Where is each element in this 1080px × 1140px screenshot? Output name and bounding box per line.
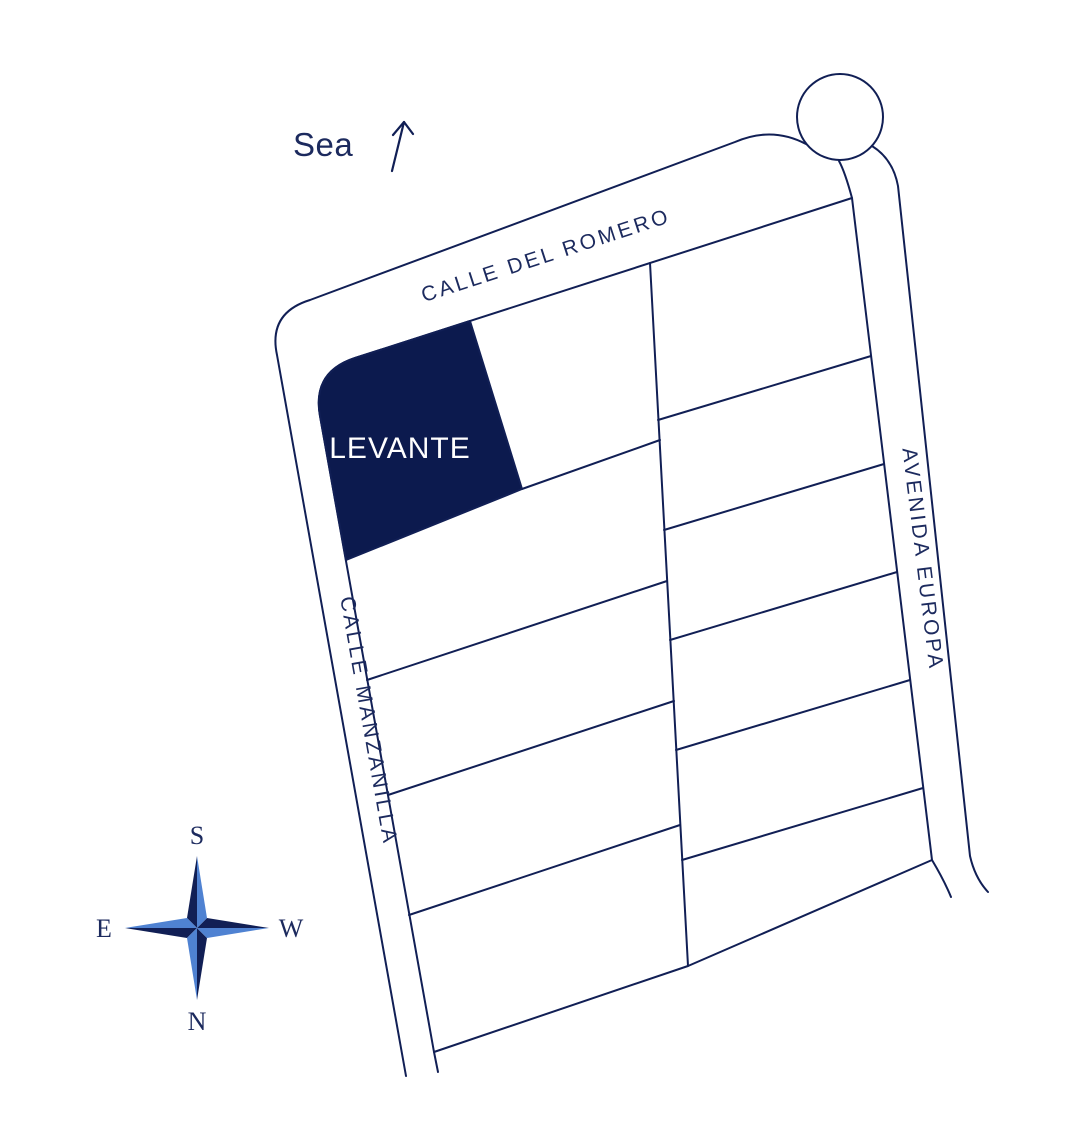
compass-point-right-light bbox=[197, 928, 269, 938]
levante-label: LEVANTE bbox=[329, 432, 471, 465]
street-stub bbox=[433, 1051, 439, 1073]
compass-light-points bbox=[125, 856, 269, 1000]
sea-label: Sea bbox=[293, 126, 353, 163]
compass-letters: S N E W bbox=[96, 821, 304, 1036]
plot-row-line bbox=[669, 571, 898, 641]
plot-row-line bbox=[657, 355, 872, 421]
compass-point-up-light bbox=[197, 856, 207, 928]
plot-row-line bbox=[675, 679, 911, 751]
compass-point-left-light bbox=[125, 918, 197, 928]
compass-rose: S N E W bbox=[96, 821, 304, 1036]
avenida-west-connector bbox=[838, 160, 853, 199]
plot-row-line bbox=[681, 787, 924, 861]
compass-point-right-dark bbox=[197, 918, 269, 928]
compass-dark-points bbox=[125, 856, 269, 1000]
levante-plot bbox=[317, 320, 523, 561]
plot-row-line bbox=[387, 700, 675, 796]
compass-label-right: W bbox=[279, 914, 304, 943]
avenida-east-edge bbox=[871, 145, 989, 893]
compass-label-left: E bbox=[96, 914, 112, 943]
compass-label-bottom: N bbox=[188, 1007, 207, 1036]
street-label-calle-manzanilla: CALLE MANZANILLA bbox=[335, 595, 401, 847]
map-linework bbox=[274, 73, 989, 1077]
avenida-west-tail bbox=[931, 859, 952, 898]
plot-row-line bbox=[521, 439, 661, 490]
plot-row-line bbox=[408, 824, 681, 916]
street-label-calle-del-romero: CALLE DEL ROMERO bbox=[418, 205, 673, 307]
compass-point-left-dark bbox=[125, 928, 197, 938]
plot-grid-outline bbox=[317, 197, 933, 1053]
compass-point-down-dark bbox=[197, 928, 207, 1000]
roundabout-circle bbox=[796, 73, 884, 161]
compass-label-top: S bbox=[190, 821, 204, 850]
compass-point-down-light bbox=[187, 928, 197, 1000]
plot-divider bbox=[649, 262, 689, 967]
compass-point-up-dark bbox=[187, 856, 197, 928]
sea-arrow-icon bbox=[390, 120, 415, 173]
street-outer-edge bbox=[274, 133, 807, 1077]
plot-row-line bbox=[663, 463, 885, 531]
plot-row-line bbox=[366, 580, 668, 681]
